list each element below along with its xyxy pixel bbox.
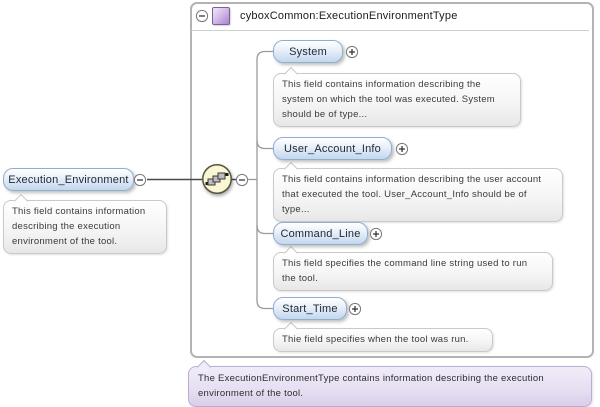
tooltip-start-time: Thie field specifies when the tool was r…	[273, 321, 493, 352]
tooltip-execution-environment: This field contains information describi…	[3, 193, 167, 254]
element-command-line[interactable]: Command_Line	[273, 222, 368, 245]
tooltip-system: This field contains information describi…	[273, 66, 521, 127]
user-account-info-expand-plus-icon[interactable]	[395, 142, 409, 156]
tooltip-command-line: This field specifies the command line st…	[273, 245, 553, 291]
element-execution-environment[interactable]: Execution_Environment	[3, 168, 134, 191]
tooltip-text: This field contains information describi…	[12, 206, 146, 247]
element-system[interactable]: System	[273, 40, 343, 63]
element-start-time[interactable]: Start_Time	[273, 297, 347, 320]
tooltip-text: Thie field specifies when the tool was r…	[282, 334, 469, 345]
tooltip-text: This field contains information describi…	[282, 79, 495, 120]
sequence-collapse-minus-icon[interactable]	[235, 173, 249, 187]
header-separator	[191, 30, 589, 31]
system-expand-plus-icon[interactable]	[345, 45, 359, 59]
complex-type-icon	[212, 7, 230, 25]
type-annotation: The ExecutionEnvironmentType contains in…	[188, 359, 592, 407]
root-collapse-minus-icon[interactable]	[133, 173, 147, 187]
annotation-text: The ExecutionEnvironmentType contains in…	[198, 373, 544, 399]
tooltip-user-account-info: This field contains information describi…	[273, 161, 563, 222]
sequence-compositor-icon[interactable]	[200, 162, 234, 196]
tooltip-text: This field contains information describi…	[282, 174, 542, 215]
type-collapse-minus-icon[interactable]	[195, 9, 209, 23]
type-title: cyboxCommon:ExecutionEnvironmentType	[240, 10, 458, 22]
start-time-expand-plus-icon[interactable]	[348, 302, 362, 316]
element-user-account-info[interactable]: User_Account_Info	[273, 137, 392, 160]
tooltip-text: This field specifies the command line st…	[282, 258, 528, 284]
command-line-expand-plus-icon[interactable]	[369, 227, 383, 241]
